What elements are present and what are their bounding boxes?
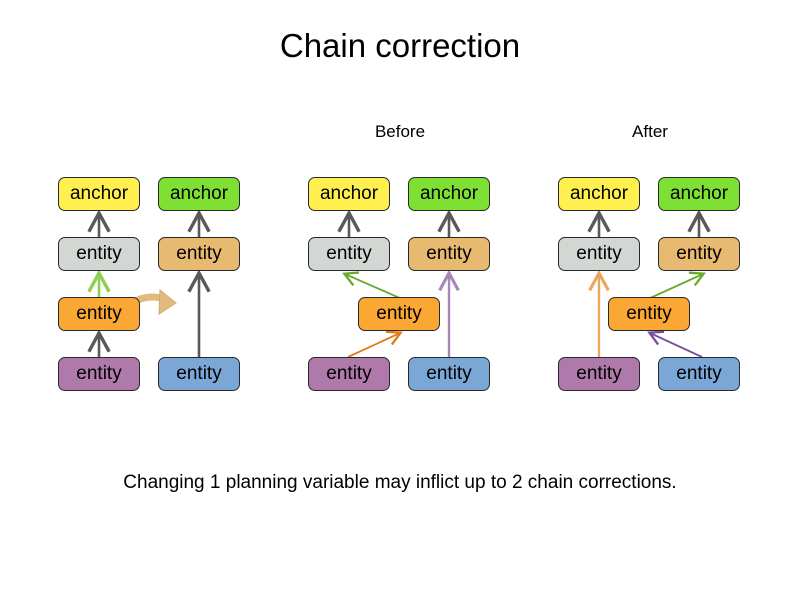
before-entity-orange[interactable]: entity — [358, 297, 440, 331]
after-anchor-yellow[interactable]: anchor — [558, 177, 640, 211]
left-entity-purple[interactable]: entity — [58, 357, 140, 391]
arrow-orange-to-grey-entity — [342, 271, 403, 300]
after-entity-orange[interactable]: entity — [608, 297, 690, 331]
before-entity-purple[interactable]: entity — [308, 357, 390, 391]
page-title: Chain correction — [279, 27, 521, 64]
panel-label-before: Before — [374, 122, 426, 141]
arrow-orange-to-tan-entity — [647, 271, 706, 300]
left-anchor-yellow[interactable]: anchor — [58, 177, 140, 211]
left-entity-tan[interactable]: entity — [158, 237, 240, 271]
before-anchor-green[interactable]: anchor — [408, 177, 490, 211]
panel-before-arrows — [337, 209, 461, 358]
after-entity-grey[interactable]: entity — [558, 237, 640, 271]
after-entity-blue[interactable]: entity — [658, 357, 740, 391]
panel-left-arrows — [87, 209, 211, 357]
before-entity-blue[interactable]: entity — [408, 357, 490, 391]
arrow-purple-to-orange-entity — [347, 330, 403, 358]
left-entity-grey[interactable]: entity — [58, 237, 140, 271]
before-entity-tan[interactable]: entity — [408, 237, 490, 271]
panel-label-after: After — [632, 122, 668, 141]
before-anchor-yellow[interactable]: anchor — [308, 177, 390, 211]
panel-after-arrows — [587, 209, 711, 358]
slide-caption: Changing 1 planning variable may inflict… — [123, 472, 677, 493]
left-entity-orange[interactable]: entity — [58, 297, 140, 331]
left-anchor-green[interactable]: anchor — [158, 177, 240, 211]
after-entity-tan[interactable]: entity — [658, 237, 740, 271]
before-entity-grey[interactable]: entity — [308, 237, 390, 271]
after-entity-purple[interactable]: entity — [558, 357, 640, 391]
arrow-blue-to-orange-entity — [647, 330, 703, 358]
left-entity-blue[interactable]: entity — [158, 357, 240, 391]
after-anchor-green[interactable]: anchor — [658, 177, 740, 211]
arrow-change-move-curve-head — [158, 288, 177, 315]
